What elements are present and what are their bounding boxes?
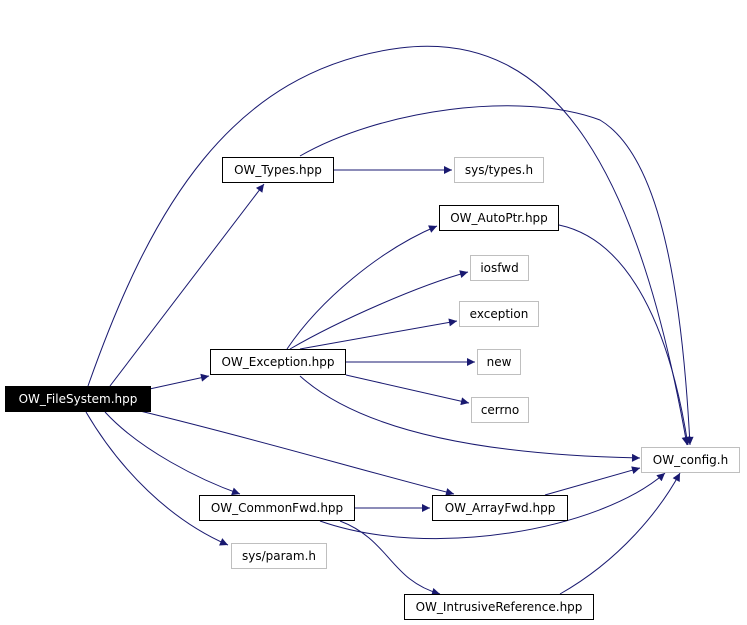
node-exception: exception <box>459 301 539 327</box>
edge-types-to-config <box>299 105 694 446</box>
edge-exceptionhpp-to-exceptionh <box>299 318 458 350</box>
edge-exceptionhpp-to-autoptr <box>286 225 438 350</box>
edge-filesystem-to-arrayfwd <box>139 410 455 496</box>
edge-filesystem-to-config <box>87 45 690 446</box>
edge-filesystem-to-exceptionhpp <box>144 373 210 391</box>
edge-arrayfwd-to-config <box>544 466 641 496</box>
edge-intrusive-to-config <box>559 472 681 595</box>
edge-exceptionhpp-to-cerrno <box>345 374 470 406</box>
edge-exceptionhpp-to-config <box>299 375 641 462</box>
edge-commonfwd-to-intrusive <box>339 520 441 596</box>
node-ow-commonfwd-hpp[interactable]: OW_CommonFwd.hpp <box>199 495 355 521</box>
node-ow-arrayfwd-hpp[interactable]: OW_ArrayFwd.hpp <box>432 495 568 521</box>
edge-commonfwd-to-config <box>319 472 666 540</box>
edge-autoptr-to-config <box>558 224 691 446</box>
node-ow-exception-hpp[interactable]: OW_Exception.hpp <box>210 349 346 375</box>
edge-filesystem-to-sysparam <box>85 411 229 546</box>
node-ow-autoptr-hpp[interactable]: OW_AutoPtr.hpp <box>439 205 559 231</box>
node-cerrno: cerrno <box>471 397 529 423</box>
edge-exceptionhpp-to-iosfwd <box>289 270 469 350</box>
node-iosfwd: iosfwd <box>470 255 529 281</box>
node-ow-intrusivereference-hpp[interactable]: OW_IntrusiveReference.hpp <box>404 594 594 620</box>
node-new: new <box>477 349 521 375</box>
edge-filesystem-to-commonfwd <box>104 411 241 496</box>
node-ow-types-hpp[interactable]: OW_Types.hpp <box>222 157 334 183</box>
node-ow-filesystem-hpp[interactable]: OW_FileSystem.hpp <box>5 386 151 412</box>
node-ow-config-h: OW_config.h <box>641 447 740 473</box>
node-sys-types-h: sys/types.h <box>454 157 544 183</box>
edge-filesystem-to-types <box>109 183 265 387</box>
node-sys-param-h: sys/param.h <box>231 543 327 569</box>
